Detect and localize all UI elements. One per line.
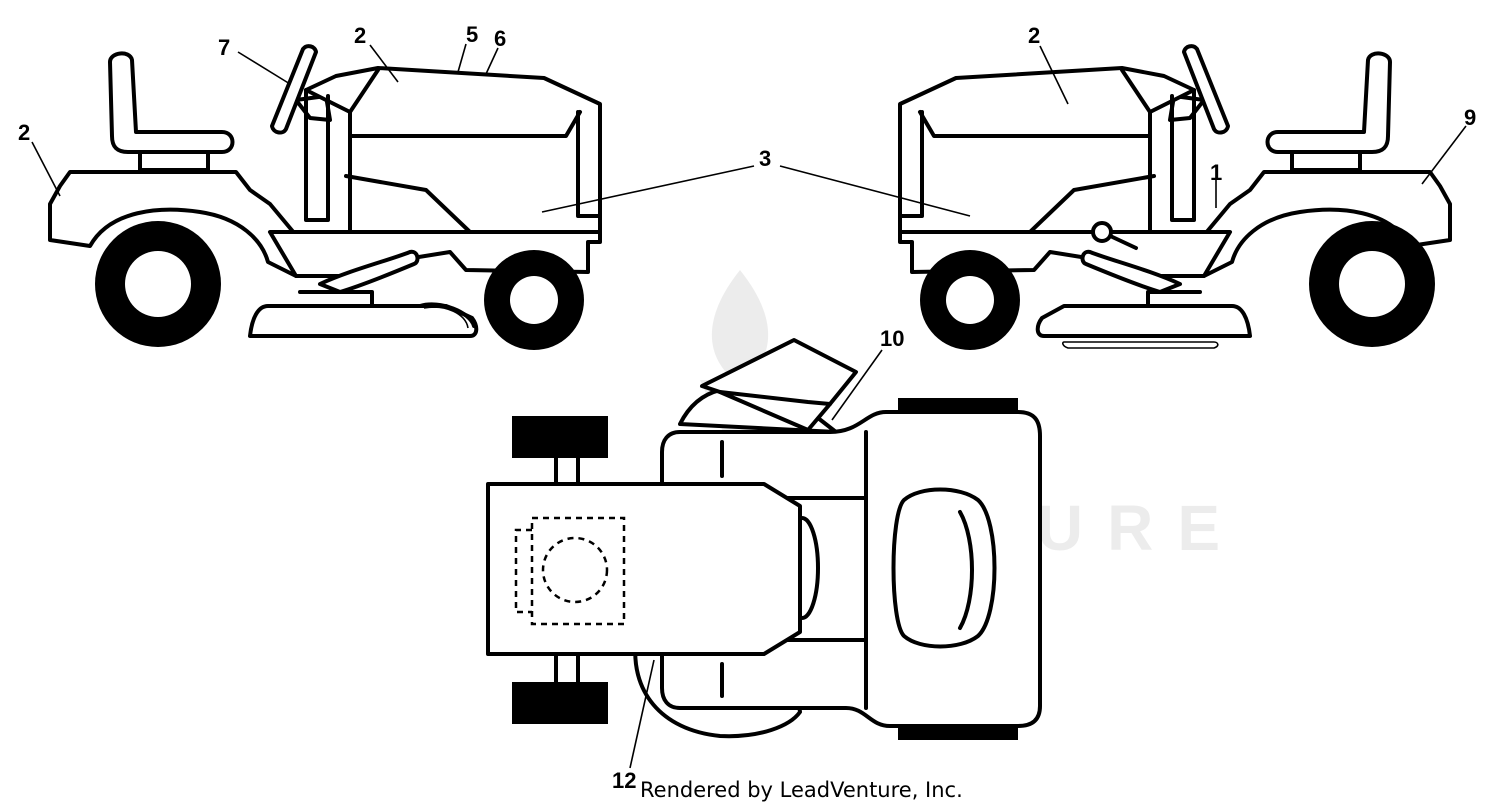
rear-wheel-right	[1309, 221, 1435, 347]
hood-left	[304, 66, 602, 234]
seat-left	[108, 51, 235, 172]
engine-outline-top	[514, 516, 626, 626]
callout-top-10: 10	[880, 326, 904, 351]
seat-top	[891, 487, 997, 649]
rear-wheel-left	[95, 221, 221, 347]
rear-tire-top-lower	[898, 726, 1018, 740]
tractor-top-view	[486, 338, 1042, 740]
tractor-left-side-view	[48, 44, 602, 350]
callout-center-3: 3	[759, 146, 771, 171]
seat-right	[1265, 51, 1392, 172]
callout-right-2-hood: 2	[1028, 23, 1040, 48]
callout-left-2-seat: 2	[18, 120, 30, 145]
front-axle-top	[554, 454, 580, 686]
front-wheel-right	[920, 250, 1020, 350]
front-wheel-left	[484, 250, 584, 350]
pedal-right	[1080, 249, 1182, 294]
hood-top	[486, 482, 802, 656]
mower-deck-left	[248, 290, 479, 338]
rear-tire-top-upper	[898, 398, 1018, 412]
front-tire-top-lower	[512, 682, 608, 724]
callout-top-12: 12	[612, 768, 636, 793]
pedal-left	[318, 249, 420, 294]
hood-right	[898, 66, 1196, 234]
lever-knob-right	[1091, 221, 1138, 250]
callout-left-2-hood: 2	[354, 23, 366, 48]
callout-left-7: 7	[218, 35, 230, 60]
rendered-by-credit: Rendered by LeadVenture, Inc.	[640, 778, 963, 802]
mower-deck-right	[1035, 290, 1252, 349]
callout-left-6: 6	[494, 26, 506, 51]
discharge-chute-top	[678, 338, 858, 434]
leader-lines	[31, 43, 1467, 769]
callout-numbers: 2 7 2 5 6 3 2 1 9 10 12	[18, 22, 1476, 793]
front-tire-top-upper	[512, 416, 608, 458]
callout-right-9: 9	[1464, 105, 1476, 130]
callout-left-5: 5	[466, 22, 478, 47]
tractor-right-side-view	[898, 44, 1452, 350]
callout-right-1: 1	[1210, 160, 1222, 185]
